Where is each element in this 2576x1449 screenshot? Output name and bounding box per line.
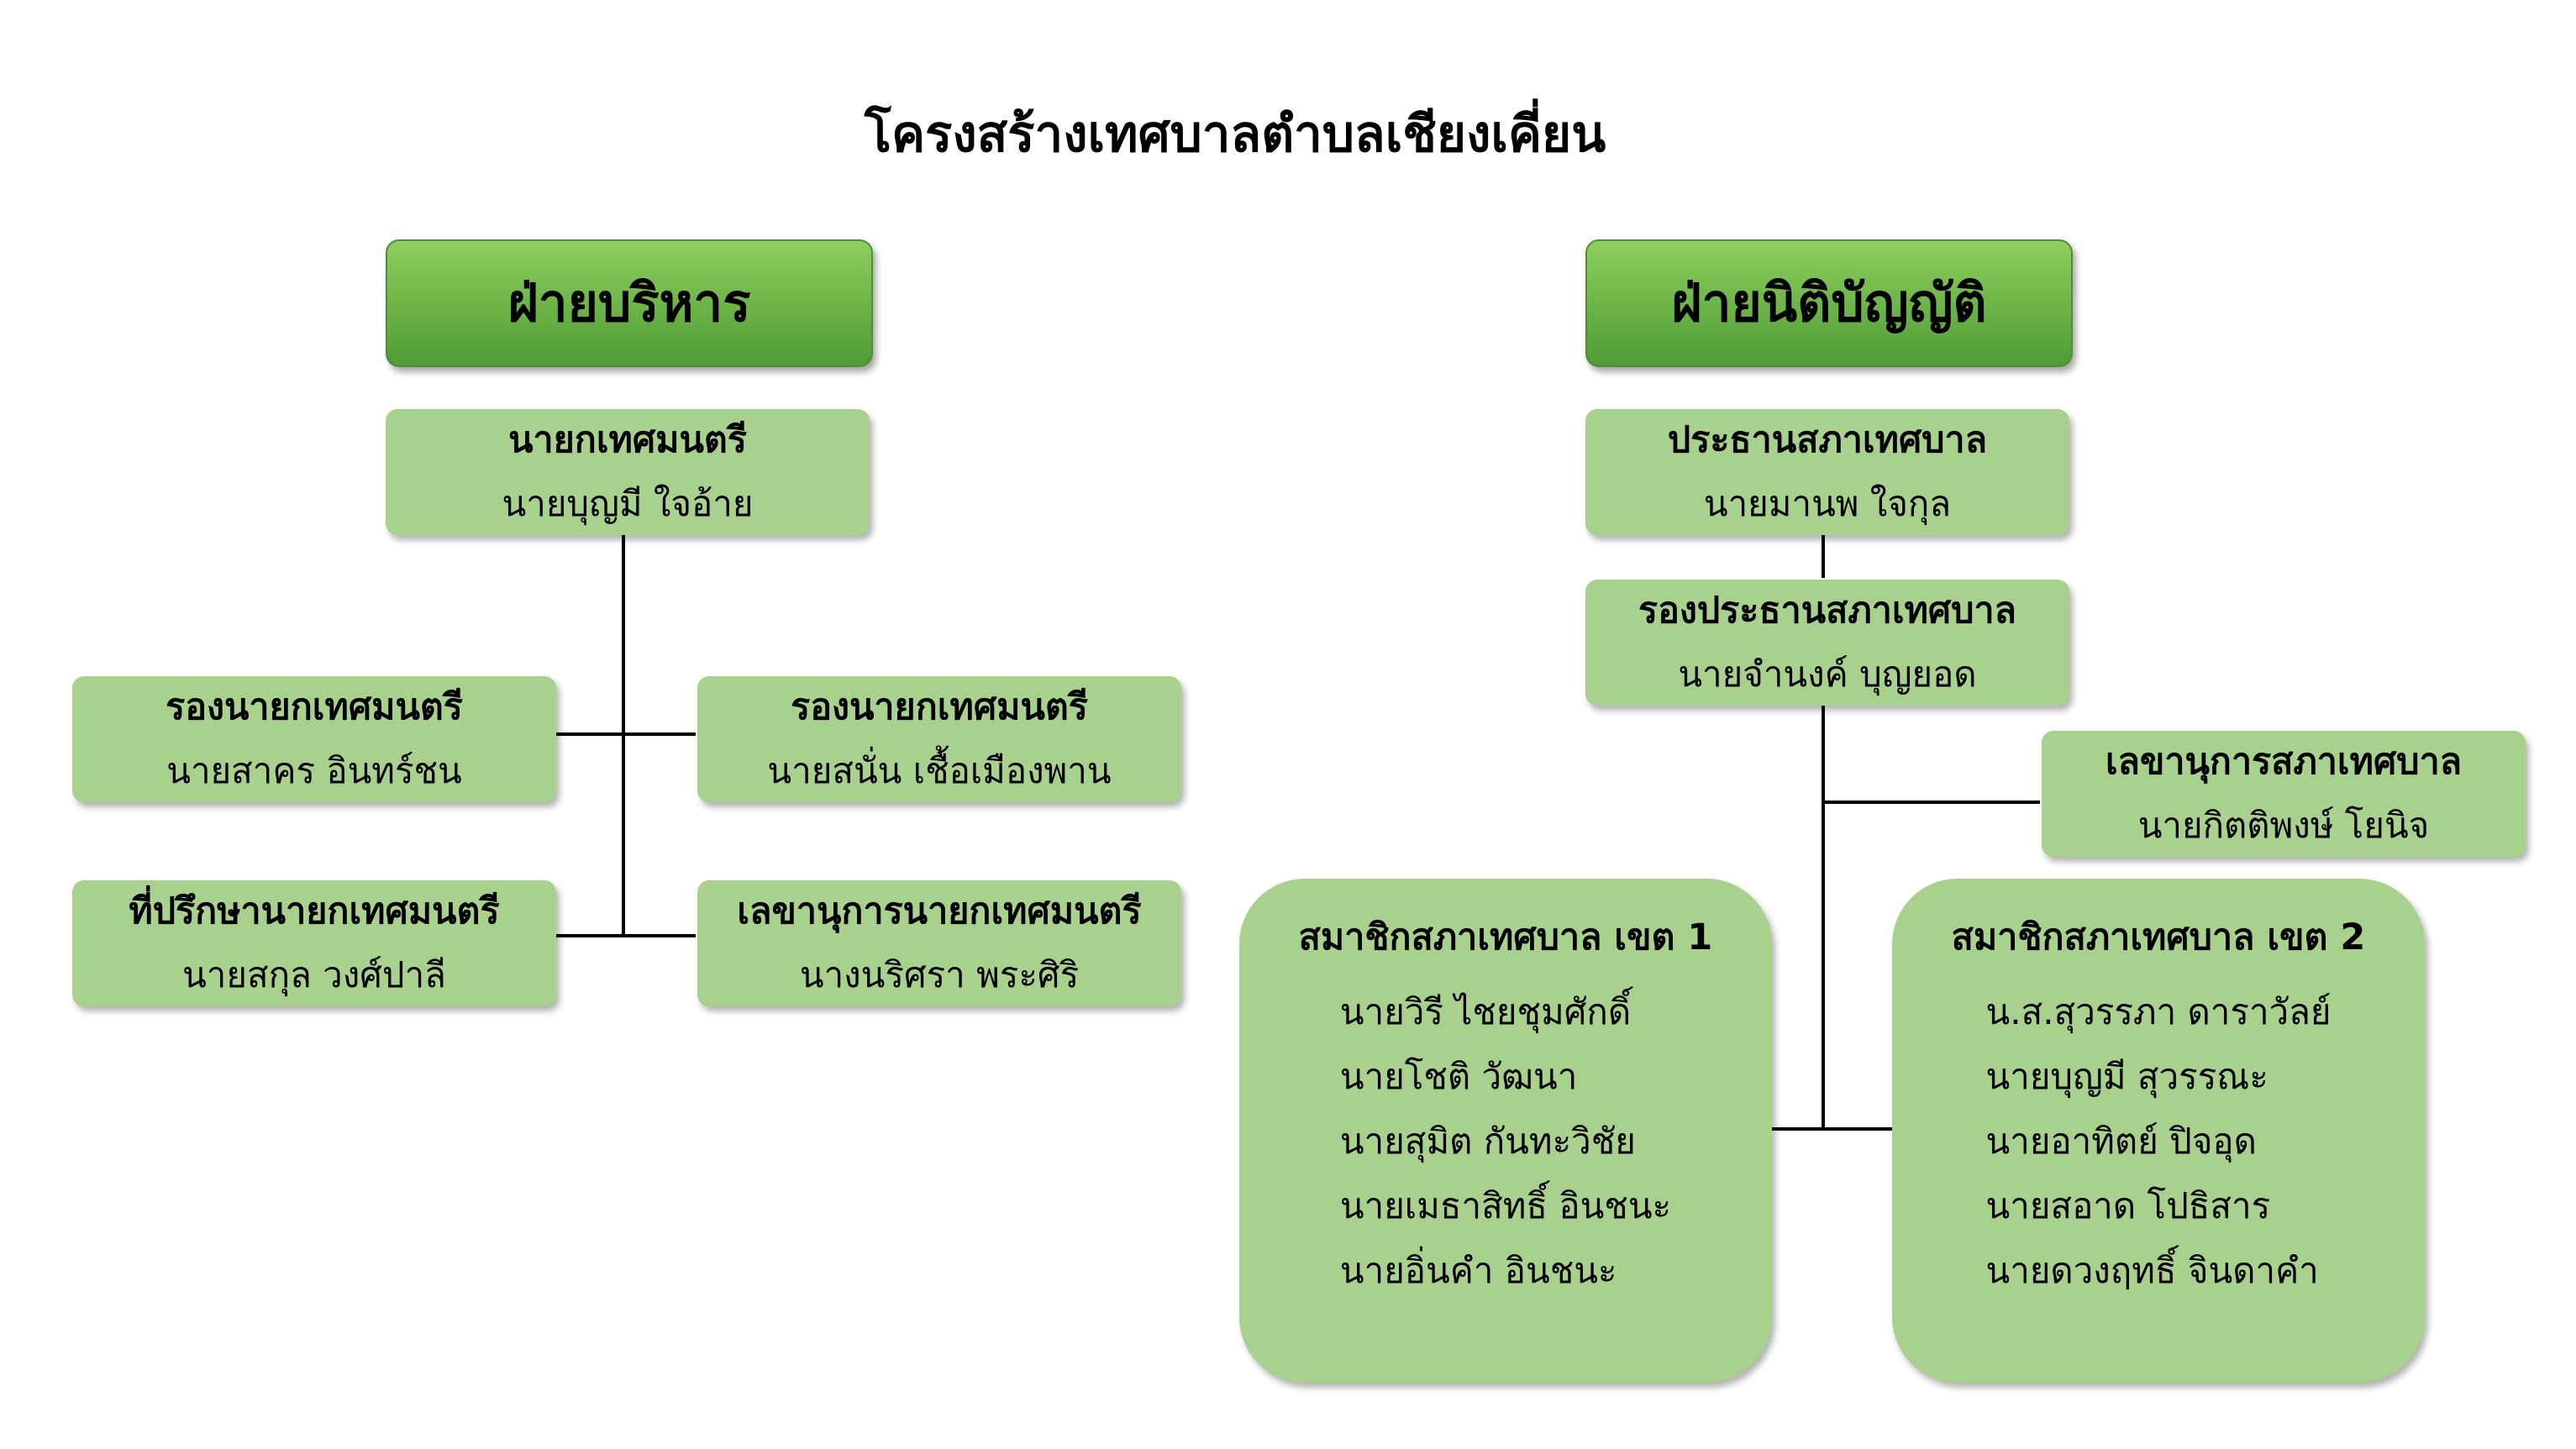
deputy-mayor-2-box: รองนายกเทศมนตรี นายสนั่น เชื้อเมืองพาน	[697, 676, 1181, 802]
deputy-mayor-2-role: รองนายกเทศมนตรี	[791, 686, 1088, 728]
mayor-advisor-role: ที่ปรึกษานายกเทศมนตรี	[129, 890, 500, 932]
council-president-box: ประธานสภาเทศบาล นายมานพ ใจกุล	[1585, 409, 2069, 535]
deputy-mayor-1-name: นายสาคร อินทร์ชน	[166, 750, 462, 791]
deputy-mayor-1-role: รองนายกเทศมนตรี	[166, 686, 463, 728]
district-1-member: นายวิรี ไชยชุมศักดิ์	[1339, 991, 1632, 1032]
district-1-member: นายโชติ วัฒนา	[1339, 1056, 1578, 1097]
district-2-member: นายบุญมี สุวรรณะ	[1985, 1056, 2268, 1097]
mayor-advisor-box: ที่ปรึกษานายกเทศมนตรี นายสกุล วงศ์ปาลี	[72, 880, 556, 1006]
council-secretary-name: นายกิตติพงษ์ โยนิจ	[2137, 805, 2430, 846]
council-vice-president-role: รองประธานสภาเทศบาล	[1638, 590, 2017, 632]
legislative-header: ฝ่ายนิติบัญญัติ	[1585, 239, 2073, 367]
deputy-mayor-2-name: นายสนั่น เชื้อเมืองพาน	[767, 750, 1112, 791]
district-1-box: สมาชิกสภาเทศบาล เขต 1 นายวิรี ไชยชุมศักด…	[1239, 879, 1772, 1383]
district-2-member: นายสอาด โปธิสาร	[1985, 1185, 2271, 1226]
district-1-member: นายสุมิต กันทะวิชัย	[1339, 1121, 1636, 1162]
district-1-role: สมาชิกสภาเทศบาล เขต 1	[1298, 916, 1713, 958]
council-secretary-box: เลขานุการสภาเทศบาล นายกิตติพงษ์ โยนิจ	[2042, 731, 2526, 857]
district-2-member: น.ส.สุวรรภา ดาราวัลย์	[1985, 991, 2332, 1032]
district-2-member: นายอาทิตย์ ปิจอุด	[1985, 1121, 2257, 1162]
district-2-role: สมาชิกสภาเทศบาล เขต 2	[1951, 916, 2366, 958]
executive-header: ฝ่ายบริหาร	[386, 239, 873, 367]
mayor-name: นายบุญมี ใจอ้าย	[502, 483, 754, 524]
council-vice-president-name: นายจำนงค์ บุญยอด	[1678, 654, 1977, 695]
district-1-member: นายอิ่นคำ อินชนะ	[1339, 1250, 1617, 1291]
page-title: โครงสร้างเทศบาลตำบลเชียงเคี่ยน	[864, 105, 1606, 164]
mayor-secretary-role: เลขานุการนายกเทศมนตรี	[737, 890, 1142, 932]
council-president-role: ประธานสภาเทศบาล	[1667, 419, 1988, 461]
council-vice-president-box: รองประธานสภาเทศบาล นายจำนงค์ บุญยอด	[1585, 580, 2069, 706]
mayor-secretary-name: นางนริศรา พระศิริ	[799, 954, 1080, 995]
deputy-mayor-1-box: รองนายกเทศมนตรี นายสาคร อินทร์ชน	[72, 676, 556, 802]
council-president-name: นายมานพ ใจกุล	[1703, 483, 1952, 524]
mayor-box: นายกเทศมนตรี นายบุญมี ใจอ้าย	[386, 409, 870, 535]
mayor-secretary-box: เลขานุการนายกเทศมนตรี นางนริศรา พระศิริ	[697, 880, 1181, 1006]
mayor-advisor-name: นายสกุล วงศ์ปาลี	[182, 954, 446, 995]
council-secretary-role: เลขานุการสภาเทศบาล	[2105, 741, 2463, 783]
district-2-member: นายดวงฤทธิ์ จินดาคำ	[1985, 1250, 2319, 1291]
district-1-member: นายเมธาสิทธิ์ อินชนะ	[1339, 1185, 1672, 1226]
district-2-box: สมาชิกสภาเทศบาล เขต 2 น.ส.สุวรรภา ดาราวั…	[1892, 879, 2425, 1383]
mayor-role: นายกเทศมนตรี	[508, 419, 747, 461]
